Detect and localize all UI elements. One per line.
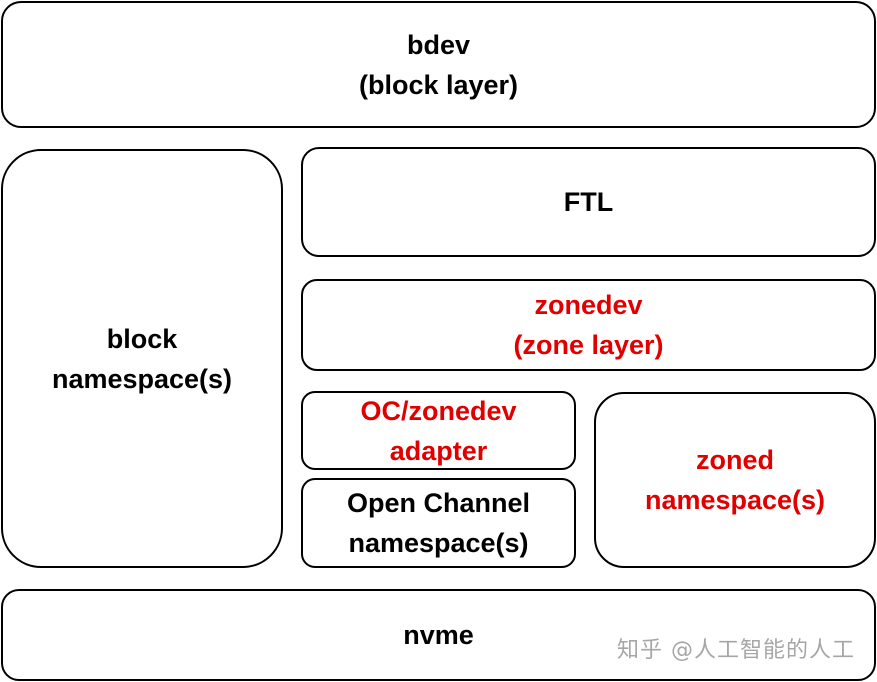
block-namespace-label: namespace(s) [51, 363, 233, 394]
block-label: block [106, 323, 178, 354]
oc-zonedev-label: OC/zonedev [360, 395, 517, 426]
zoned-namespace-label: namespace(s) [644, 485, 826, 515]
bdev-block-layer-box: bdev (block layer) [1, 1, 876, 128]
nvme-label: nvme [403, 620, 474, 650]
zoned-label: zoned [696, 445, 774, 475]
adapter-label: adapter [389, 435, 488, 466]
zoned-namespace-box: zoned namespace(s) [594, 392, 876, 568]
zonedev-label: zonedev [534, 290, 643, 320]
ftl-box: FTL [301, 147, 876, 257]
block-layer-label: (block layer) [358, 69, 519, 100]
zonedev-zone-layer-box: zonedev (zone layer) [301, 279, 876, 371]
open-channel-namespace-label: namespace(s) [348, 528, 529, 558]
bdev-label: bdev [406, 29, 471, 60]
open-channel-namespace-box: Open Channel namespace(s) [301, 478, 576, 568]
zone-layer-label: (zone layer) [513, 330, 664, 360]
ftl-label: FTL [563, 187, 614, 217]
block-namespace-box: block namespace(s) [1, 149, 283, 568]
oc-zonedev-adapter-box: OC/zonedev adapter [301, 391, 576, 470]
open-channel-label: Open Channel [346, 488, 530, 518]
zhihu-watermark: 知乎 @人工智能的人工 [617, 638, 855, 663]
nvme-box: nvme [1, 589, 876, 681]
